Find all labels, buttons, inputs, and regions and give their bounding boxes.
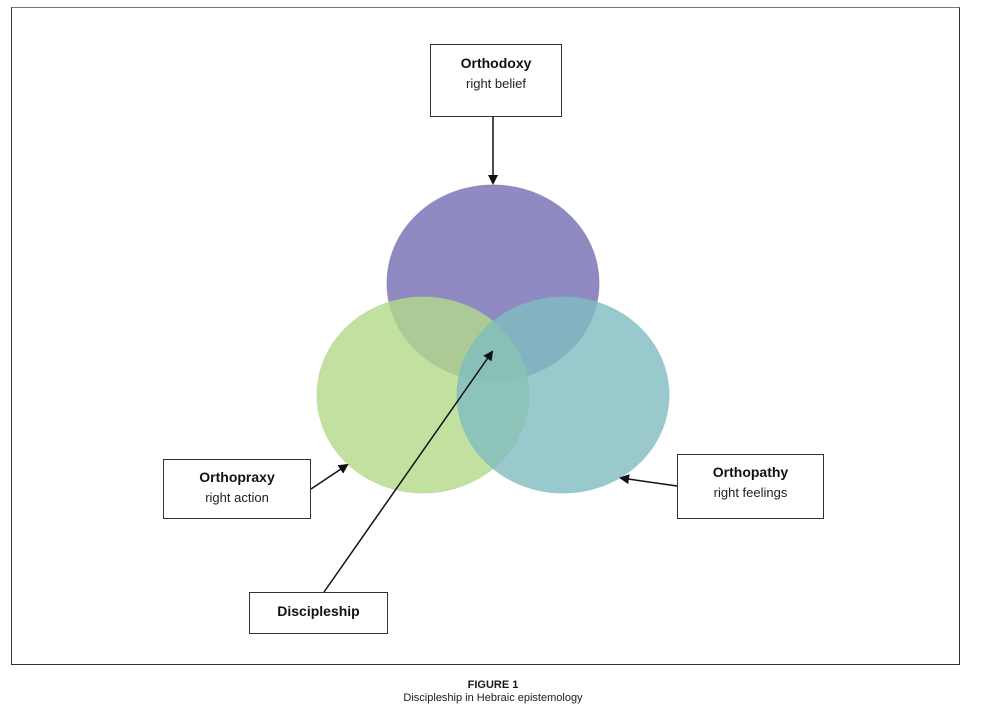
arrow-discipleship <box>323 350 494 593</box>
circle-orthopathy <box>456 296 670 494</box>
orthopathy-subtitle: right feelings <box>713 485 788 500</box>
orthopathy-label-box: Orthopathy right feelings <box>677 454 824 519</box>
orthopraxy-subtitle: right action <box>205 490 269 505</box>
orthopathy-title: Orthopathy <box>712 464 789 480</box>
arrow-orthopraxy <box>310 463 349 490</box>
discipleship-label-box: Discipleship <box>249 592 388 634</box>
orthopraxy-label-box: Orthopraxy right action <box>163 459 311 519</box>
figure-frame <box>11 7 960 665</box>
orthodoxy-subtitle: right belief <box>466 76 526 91</box>
arrow-orthopathy <box>619 474 678 487</box>
figure-caption: Discipleship in Hebraic epistemology <box>403 692 583 704</box>
discipleship-title: Discipleship <box>277 603 360 619</box>
orthopraxy-title: Orthopraxy <box>199 469 275 485</box>
orthodoxy-title: Orthodoxy <box>460 55 532 71</box>
orthodoxy-label-box: Orthodoxy right belief <box>430 44 562 117</box>
figure-label: FIGURE 1 <box>467 679 519 691</box>
